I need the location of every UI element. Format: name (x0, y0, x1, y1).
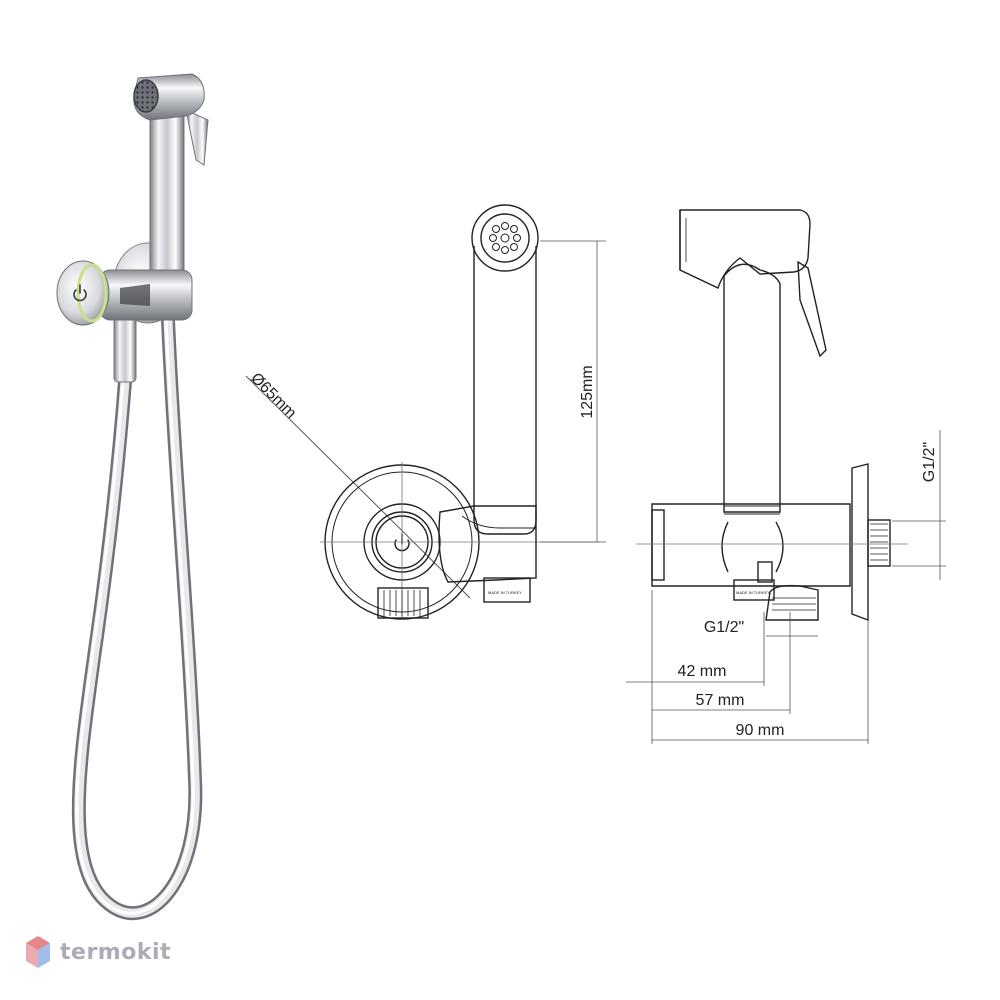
side-clamp-screw (757, 561, 773, 583)
side-valve-body (651, 503, 851, 587)
hose-outlet-nut (483, 577, 531, 603)
watermark-brand: termokit (60, 939, 172, 965)
holder-clamp-outline (438, 505, 537, 583)
side-lever-outline (797, 260, 827, 358)
handle-outline (473, 246, 537, 535)
side-bottom-nut (733, 579, 775, 601)
side-clamp-outline (721, 521, 784, 573)
holder-arrow-mark (120, 284, 150, 306)
height-label: 125mm (579, 365, 596, 418)
depth-57-label: 57 mm (696, 692, 745, 709)
nut-thread-lines (383, 590, 421, 616)
depth-42-label: 42 mm (678, 663, 727, 680)
bottom-nut (377, 587, 429, 619)
nozzle-inner-outline (480, 213, 530, 263)
made-in-label-side: MADE IN TURKEY (736, 590, 770, 595)
side-valve-cap (651, 509, 665, 581)
nozzle-face (133, 79, 159, 113)
product-photo (56, 73, 209, 921)
nozzle-outline (471, 204, 539, 272)
shower-hose (71, 313, 203, 921)
side-thread (867, 519, 891, 567)
thread-bottom-label: G1/2" (704, 619, 744, 636)
hose-connector (113, 317, 137, 383)
side-thread-lines (870, 523, 888, 561)
side-head-outline (679, 209, 811, 289)
depth-90-label: 90 mm (736, 722, 785, 739)
nozzle-holes (489, 222, 521, 254)
side-view-drawing (626, 209, 946, 744)
front-view-drawing (245, 204, 606, 620)
diameter-label: Ø65mm (247, 370, 299, 422)
side-wall-flange (851, 463, 869, 622)
valve-knob (56, 260, 110, 326)
thread-side-label: G1/2" (921, 442, 938, 482)
valve-knob-ring (76, 263, 108, 323)
power-icon (73, 284, 87, 302)
side-outlet-thread-lines (772, 597, 816, 611)
made-in-label-front: MADE IN TURKEY (488, 590, 522, 595)
watermark: termokit (24, 934, 171, 970)
handshower-lever (185, 109, 209, 166)
side-hose-outlet (765, 584, 819, 621)
side-body-outline (723, 263, 781, 513)
holder-clamp-detail (461, 515, 536, 529)
termokit-logo-icon (26, 936, 50, 968)
